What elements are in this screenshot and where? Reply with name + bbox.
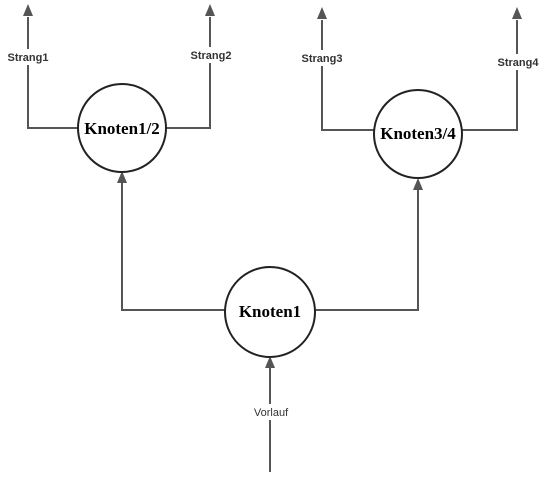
- connector-knoten12-strang2: [165, 17, 211, 129]
- arrow-up-icon-knoten12: [117, 171, 127, 183]
- node-knoten34: Knoten3/4: [373, 89, 463, 179]
- node-knoten12: Knoten1/2: [77, 83, 167, 173]
- connector-knoten1-knoten34: [314, 190, 419, 311]
- connector-knoten12-strang1: [27, 17, 79, 129]
- arrow-up-icon-knoten1: [265, 356, 275, 368]
- connector-knoten34-strang3: [321, 20, 375, 131]
- connectors: [27, 17, 518, 472]
- connector-knoten1-knoten12: [121, 183, 226, 311]
- node-label-knoten1: Knoten1: [239, 302, 301, 321]
- node-knoten1: Knoten1: [224, 266, 316, 358]
- edge-label-strang3: Strang3: [302, 53, 343, 65]
- node-label-knoten34: Knoten3/4: [380, 124, 456, 143]
- edge-labels: Strang1 Strang2 Strang3 Strang4 Vorlauf: [4, 47, 544, 420]
- arrow-up-icon-strang4: [512, 7, 522, 19]
- arrow-up-icon-knoten34: [413, 178, 423, 190]
- arrow-up-icon-strang2: [205, 4, 215, 16]
- edge-label-strang2: Strang2: [191, 50, 232, 62]
- arrow-up-icon-strang1: [23, 4, 33, 16]
- edge-label-strang1: Strang1: [8, 52, 49, 64]
- connector-knoten34-strang4: [461, 20, 518, 131]
- node-label-knoten12: Knoten1/2: [84, 119, 160, 138]
- arrowheads: [23, 4, 522, 368]
- edge-label-strang4: Strang4: [498, 57, 540, 69]
- edge-label-vorlauf: Vorlauf: [254, 407, 289, 419]
- arrow-up-icon-strang3: [317, 7, 327, 19]
